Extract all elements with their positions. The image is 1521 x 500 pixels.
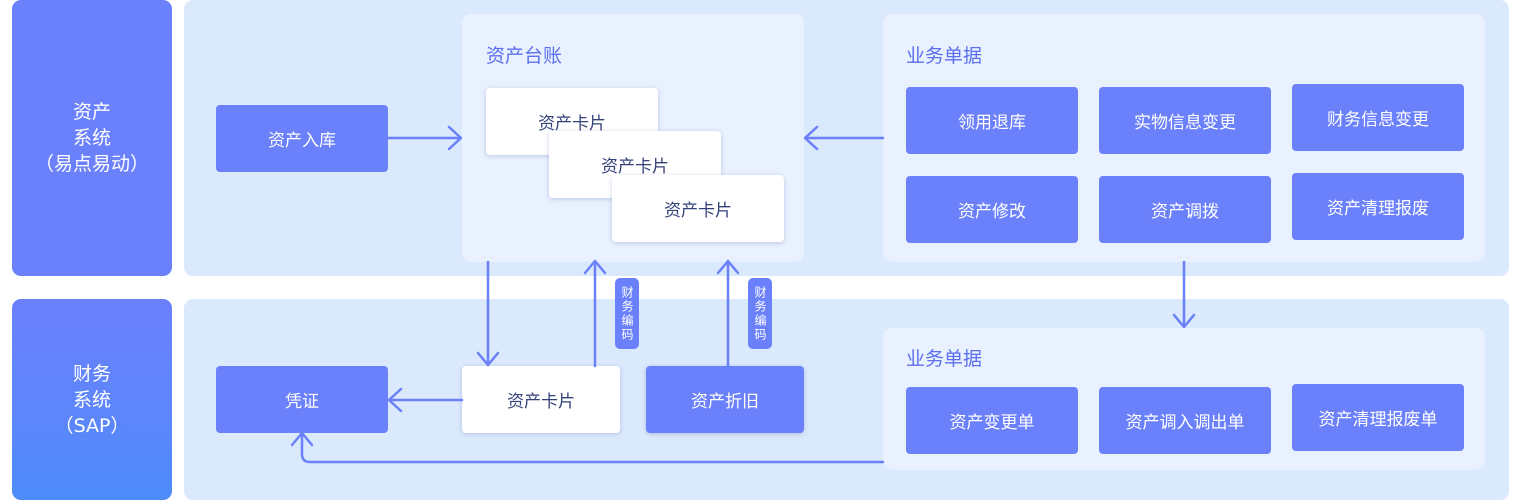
doc-physical-info-change: 实物信息变更 (1099, 87, 1271, 154)
arrow-depreciation-to-ledger-head (716, 259, 740, 275)
ledger-card-3: 资产卡片 (612, 175, 784, 242)
ledger-title: 资产台账 (486, 45, 563, 67)
finance-code-tag-1-text: 财务编码 (620, 285, 634, 342)
doc-asset-transfer-order: 资产调入调出单 (1099, 387, 1271, 454)
finance-system-line3: （SAP） (54, 414, 130, 437)
arrow-card-to-voucher-head (387, 387, 403, 413)
arrow-ledger-to-finance-card-head (476, 351, 500, 367)
asset-system-label: 资产 系统 （易点易动） (12, 0, 172, 276)
voucher-box: 凭证 (216, 366, 388, 433)
finance-code-tag-2: 财务编码 (748, 278, 772, 349)
doc-asset-transfer: 资产调拨 (1099, 176, 1271, 243)
finance-code-tag-1: 财务编码 (615, 278, 639, 349)
doc-checkout-return: 领用退库 (906, 87, 1078, 154)
doc-finance-info-change: 财务信息变更 (1292, 84, 1464, 151)
arrow-top-docs-to-bottom-docs-head (1172, 313, 1196, 329)
arrow-bottom-docs-to-voucher (300, 433, 885, 464)
finance-asset-card: 资产卡片 (462, 366, 620, 433)
finance-system-label: 财务 系统 （SAP） (12, 299, 172, 500)
asset-system-line2: 系统 (72, 127, 111, 149)
doc-asset-disposal-order: 资产清理报废单 (1292, 384, 1464, 451)
arrow-docs-to-ledger-head (803, 125, 819, 151)
business-docs-bottom-title: 业务单据 (906, 348, 983, 370)
asset-entry-box: 资产入库 (216, 105, 388, 172)
finance-code-tag-2-text: 财务编码 (753, 285, 767, 342)
doc-asset-modify: 资产修改 (906, 176, 1078, 243)
depreciation-box: 资产折旧 (646, 366, 804, 433)
arrow-bottom-docs-to-voucher-head (290, 431, 314, 447)
doc-asset-disposal: 资产清理报废 (1292, 173, 1464, 240)
arrow-finance-card-to-ledger-head (583, 259, 607, 275)
doc-asset-change-order: 资产变更单 (906, 387, 1078, 454)
finance-system-line2: 系统 (72, 388, 111, 411)
arrow-entry-to-ledger-head (447, 125, 463, 151)
asset-system-line3: （易点易动） (34, 153, 149, 175)
asset-system-line1: 资产 (72, 101, 111, 123)
finance-system-line1: 财务 (72, 362, 111, 385)
business-docs-top-title: 业务单据 (906, 45, 983, 67)
